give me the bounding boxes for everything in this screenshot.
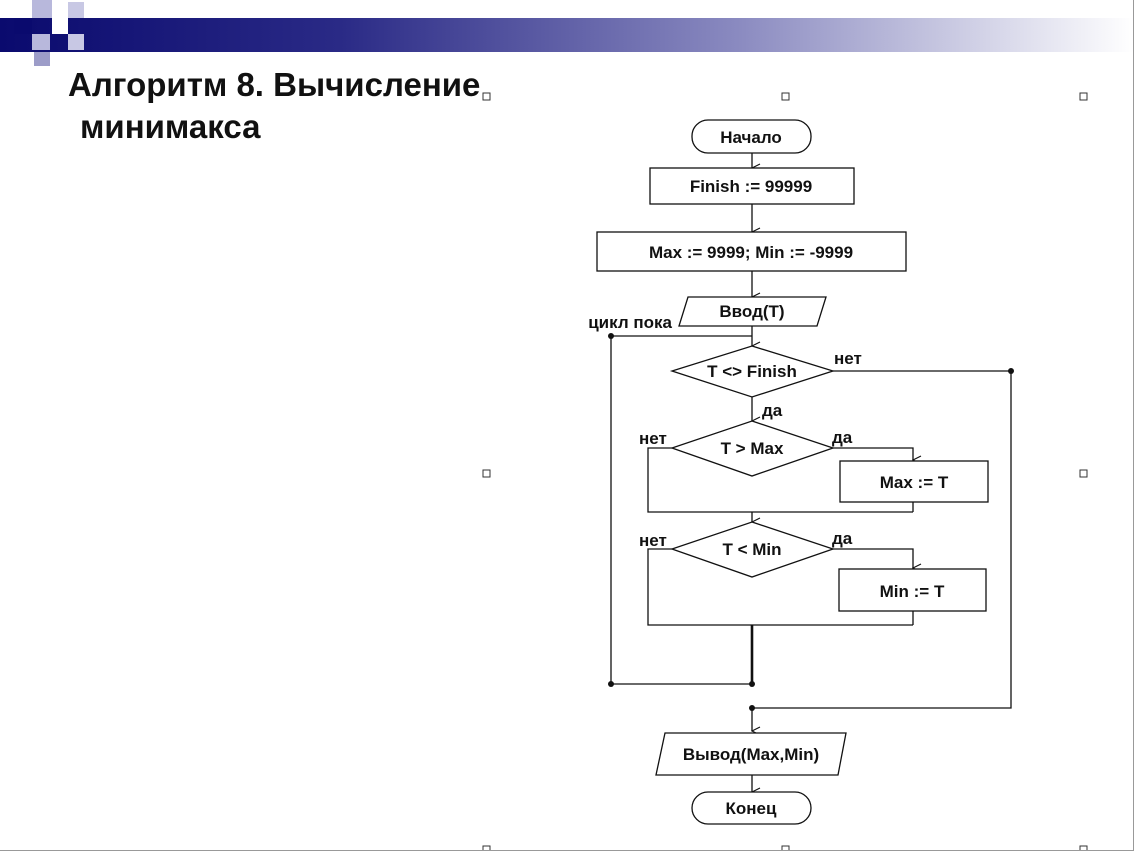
junction-dots — [608, 333, 1014, 711]
assign-min-label: Min := T — [880, 582, 945, 601]
decor-square — [32, 34, 50, 50]
max-condition-label: T > Max — [721, 439, 784, 458]
assign-max-block — [839, 460, 989, 503]
min-yes-label: да — [832, 529, 853, 548]
input-label: Ввод(T) — [719, 302, 784, 321]
min-condition-label: T < Min — [722, 540, 781, 559]
finish-init-block — [649, 167, 855, 205]
input-block — [678, 296, 827, 327]
max-condition — [670, 420, 836, 477]
decor-square — [32, 0, 52, 18]
title-line-1: Алгоритм 8. Вычисление — [68, 66, 481, 103]
max-no-label: нет — [639, 429, 667, 448]
loop-condition-label: T <> Finish — [707, 362, 797, 381]
decor-square — [14, 18, 32, 34]
decor-square — [68, 2, 84, 18]
decor-square — [68, 34, 84, 50]
maxmin-init-block — [596, 231, 907, 272]
assign-min-block — [838, 568, 987, 612]
maxmin-init-label: Max := 9999; Min := -9999 — [649, 243, 853, 262]
loop-condition — [669, 345, 836, 398]
assign-max-label: Max := T — [880, 473, 949, 492]
min-condition — [670, 521, 836, 578]
start-terminal — [691, 119, 812, 154]
header-gradient-bar — [0, 18, 1134, 52]
end-label: Конец — [726, 799, 777, 818]
title-line-2: минимакса — [80, 108, 261, 145]
decor-square — [52, 18, 68, 34]
finish-init-label: Finish := 99999 — [690, 177, 812, 196]
slide-title: Алгоритм 8. Вычисление минимакса — [68, 64, 480, 148]
loop-no-label: нет — [834, 349, 862, 368]
decor-square — [34, 52, 50, 66]
connectors — [610, 153, 1012, 792]
loop-label: цикл пока — [588, 313, 672, 332]
output-label: Вывод(Max,Min) — [683, 745, 819, 764]
loop-yes-label: да — [762, 401, 783, 420]
max-yes-label: да — [832, 428, 853, 447]
start-label: Начало — [720, 128, 782, 147]
min-no-label: нет — [639, 531, 667, 550]
output-block — [655, 732, 847, 776]
end-terminal — [691, 791, 812, 825]
selection-handles — [482, 92, 1088, 851]
